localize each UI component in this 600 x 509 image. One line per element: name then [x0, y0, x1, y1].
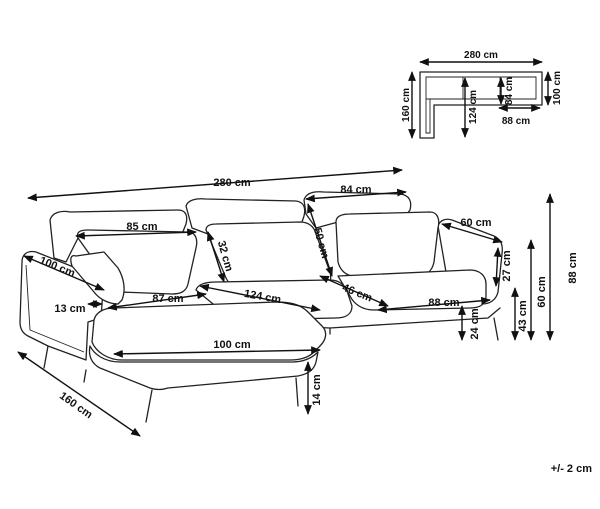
left-back-cushion-width-label: 85 cm [126, 221, 157, 233]
leg-chaise-front [145, 389, 153, 423]
leg-front-left [43, 345, 49, 369]
back-height-label: 60 cm [536, 276, 548, 307]
leg-height-label: 24 cm [469, 308, 481, 339]
leg-chaise-back [83, 369, 87, 383]
seat-height-label: 43 cm [517, 300, 529, 331]
armrest-width-label: 60 cm [460, 217, 491, 229]
top-view-chaise-depth-label: 124 cm [468, 90, 479, 124]
tolerance-label: +/- 2 cm [551, 463, 592, 475]
leg-right [493, 317, 499, 341]
chaise-seat-width-label: 87 cm [152, 293, 183, 305]
leg-chaise-right [295, 377, 299, 407]
top-view-inner-depth-label: 84 cm [504, 77, 515, 105]
chaise-depth-label: 160 cm [57, 390, 95, 421]
chaise-leg-height-label: 14 cm [311, 374, 323, 405]
top-view-depth-right-label: 100 cm [552, 71, 563, 105]
top-view-seat-width-label: 88 cm [502, 116, 530, 127]
pillow-right [335, 211, 440, 277]
arm-thickness-label: 13 cm [54, 303, 85, 315]
right-seat-width-label: 88 cm [428, 297, 459, 309]
top-view-outline [419, 71, 543, 139]
chaise-cushion-length-label: 100 cm [213, 339, 251, 351]
back-cushion-width-label: 84 cm [340, 184, 371, 196]
total-width-label: 280 cm [213, 177, 251, 189]
top-view-schematic: 280 cm 160 cm 100 cm 124 cm 84 cm 88 cm [401, 50, 563, 139]
sofa-drawing [19, 191, 503, 423]
top-view-width-label: 280 cm [464, 50, 498, 61]
top-view-depth-left-label: 160 cm [401, 88, 412, 122]
armrest-height-label: 27 cm [501, 250, 513, 281]
chaise-cushion [91, 301, 327, 361]
total-height-label: 88 cm [567, 252, 579, 283]
